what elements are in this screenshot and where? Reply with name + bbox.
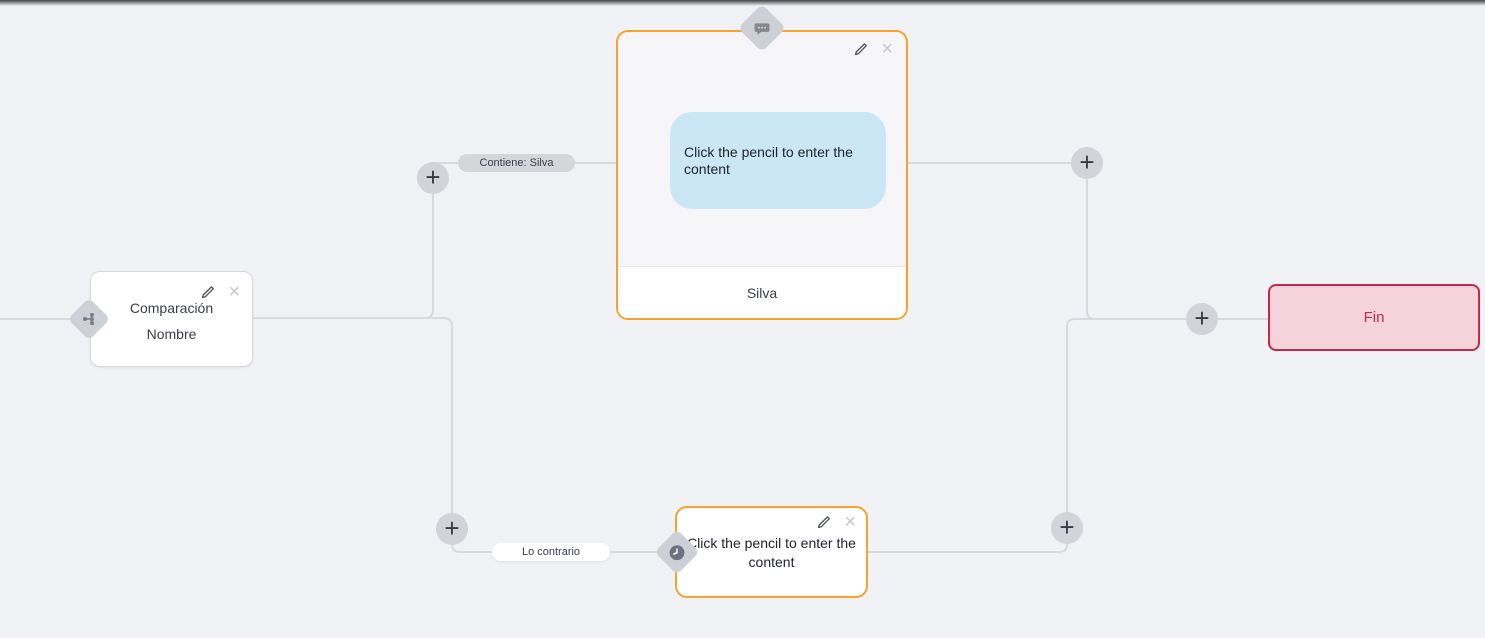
- condition-node-title: Comparación Nombre: [91, 272, 252, 343]
- message-node-type-badge: [737, 3, 787, 53]
- branch-icon: [81, 311, 97, 327]
- condition-node[interactable]: × Comparación Nombre: [90, 271, 253, 367]
- condition-title-line1: Comparación: [129, 300, 214, 316]
- edit-delay-button[interactable]: [816, 514, 832, 530]
- message-node-footer: Silva: [618, 266, 906, 318]
- delay-node-type-badge: [654, 529, 700, 575]
- plus-icon: +: [1194, 303, 1210, 333]
- edit-condition-button[interactable]: [200, 284, 216, 300]
- message-bubble[interactable]: Click the pencil to enter the content: [670, 112, 886, 209]
- add-node-button-top-branch[interactable]: +: [417, 162, 449, 194]
- pencil-icon: [818, 516, 831, 529]
- plus-icon: +: [425, 162, 441, 192]
- plus-icon: +: [1059, 512, 1075, 542]
- plus-icon: +: [1079, 147, 1095, 177]
- clock-icon: [669, 544, 686, 561]
- edge-label-otherwise: Lo contrario: [492, 543, 610, 561]
- condition-node-actions: ×: [200, 281, 240, 303]
- add-node-button-bottom-branch[interactable]: +: [436, 513, 468, 545]
- delete-delay-button[interactable]: ×: [844, 511, 856, 533]
- delay-node[interactable]: × Click the pencil to enter the content: [675, 506, 868, 598]
- message-bubble-text: Click the pencil to enter the content: [684, 143, 853, 177]
- delay-placeholder-text: Click the pencil to enter the content: [687, 535, 856, 570]
- pencil-icon: [202, 286, 215, 299]
- message-footer-label: Silva: [746, 284, 778, 301]
- end-node-label: Fin: [1363, 309, 1385, 326]
- message-node[interactable]: × Click the pencil to enter the content …: [616, 30, 908, 320]
- delay-node-actions: ×: [816, 511, 856, 533]
- chat-bubble-icon: [754, 20, 771, 37]
- delete-message-button[interactable]: ×: [881, 38, 893, 60]
- delete-condition-button[interactable]: ×: [228, 281, 240, 303]
- condition-title-line2: Nombre: [146, 326, 197, 342]
- close-icon: ×: [228, 281, 240, 303]
- edge-label-contains: Contiene: Silva: [458, 154, 575, 172]
- close-icon: ×: [881, 38, 893, 60]
- add-node-button-message-output[interactable]: +: [1071, 147, 1103, 179]
- edit-message-button[interactable]: [853, 41, 869, 57]
- message-node-actions: ×: [853, 38, 893, 60]
- plus-icon: +: [444, 513, 460, 543]
- close-icon: ×: [844, 511, 856, 533]
- add-node-button-delay-output[interactable]: +: [1051, 512, 1083, 544]
- pencil-icon: [855, 43, 868, 56]
- end-node[interactable]: Fin: [1268, 284, 1480, 351]
- condition-node-type-badge: [67, 297, 111, 341]
- add-node-button-end-input[interactable]: +: [1186, 303, 1218, 335]
